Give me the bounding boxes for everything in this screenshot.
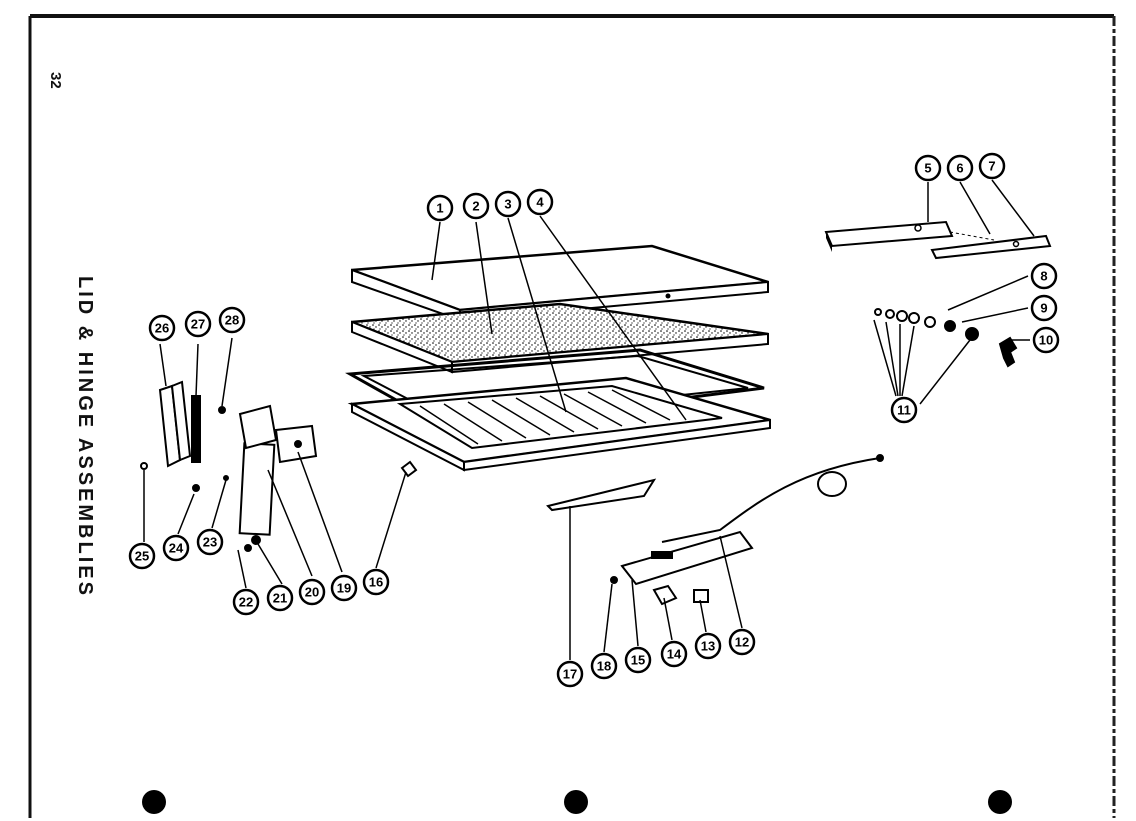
- callout-22: 22: [232, 588, 260, 616]
- callout-1-label: 1: [436, 201, 443, 216]
- callout-8-label: 8: [1040, 269, 1047, 284]
- callout-14-label: 14: [667, 647, 682, 662]
- callout-27: 27: [184, 310, 212, 338]
- callout-15: 15: [624, 646, 652, 674]
- callout-12-label: 12: [735, 635, 749, 650]
- callout-6: 6: [946, 154, 974, 182]
- callout-23-label: 23: [203, 535, 217, 550]
- callout-16-label: 16: [369, 575, 383, 590]
- callout-10-label: 10: [1039, 333, 1053, 348]
- callout-15-label: 15: [631, 653, 645, 668]
- callout-28-label: 28: [225, 313, 239, 328]
- callout-6-label: 6: [956, 161, 963, 176]
- callout-13: 13: [694, 632, 722, 660]
- callout-26-label: 26: [155, 321, 169, 336]
- callout-9-label: 9: [1040, 301, 1047, 316]
- callout-5: 5: [914, 154, 942, 182]
- binder-hole-center: [564, 790, 588, 814]
- callout-25: 25: [128, 542, 156, 570]
- callout-26: 26: [148, 314, 176, 342]
- callout-25-label: 25: [135, 549, 149, 564]
- callout-9: 9: [1030, 294, 1058, 322]
- light-assembly-parts: [610, 454, 884, 606]
- binder-hole-right: [988, 790, 1012, 814]
- callout-22-label: 22: [239, 595, 253, 610]
- callout-19-label: 19: [337, 581, 351, 596]
- callout-7-label: 7: [988, 159, 995, 174]
- callout-24: 24: [162, 534, 190, 562]
- callout-23: 23: [196, 528, 224, 556]
- callout-8: 8: [1030, 262, 1058, 290]
- callout-11: 11: [890, 396, 918, 424]
- callout-10: 10: [1032, 326, 1060, 354]
- callout-3: 3: [494, 190, 522, 218]
- callout-18a: 18: [590, 652, 618, 680]
- binder-hole-left: [142, 790, 166, 814]
- insulation-panel-part: [351, 302, 769, 374]
- callout-19: 19: [330, 574, 358, 602]
- callout-11-label: 11: [897, 403, 911, 418]
- lid-liner-part: [347, 376, 771, 472]
- callout-24-label: 24: [169, 541, 184, 556]
- callout-12: 12: [728, 628, 756, 656]
- callout-21-label: 21: [273, 591, 287, 606]
- callout-5-label: 5: [924, 161, 931, 176]
- callout-1: 1: [426, 194, 454, 222]
- placard-part: [546, 478, 657, 512]
- callout-27-label: 27: [191, 317, 205, 332]
- lock-hardware-parts: [874, 308, 1018, 368]
- callout-16: 16: [362, 568, 390, 596]
- callout-2: 2: [462, 192, 490, 220]
- callout-14: 14: [660, 640, 688, 668]
- callout-4: 4: [526, 188, 554, 216]
- callout-21: 21: [266, 584, 294, 612]
- callout-17-label: 17: [563, 667, 577, 682]
- hinge-bar-parts: [824, 220, 1052, 260]
- leader-lines: [143, 179, 1035, 660]
- hinge-assembly-parts: [140, 380, 418, 552]
- callout-13-label: 13: [701, 639, 715, 654]
- callout-28: 28: [218, 306, 246, 334]
- callout-2-label: 2: [472, 199, 479, 214]
- callout-4-label: 4: [536, 195, 544, 210]
- callout-17: 17: [556, 660, 584, 688]
- callout-3-label: 3: [504, 197, 511, 212]
- callout-18a-label: 18: [597, 659, 611, 674]
- callout-20: 20: [298, 578, 326, 606]
- callout-20-label: 20: [305, 585, 319, 600]
- lid-top-part: [351, 244, 769, 322]
- callout-7: 7: [978, 152, 1006, 180]
